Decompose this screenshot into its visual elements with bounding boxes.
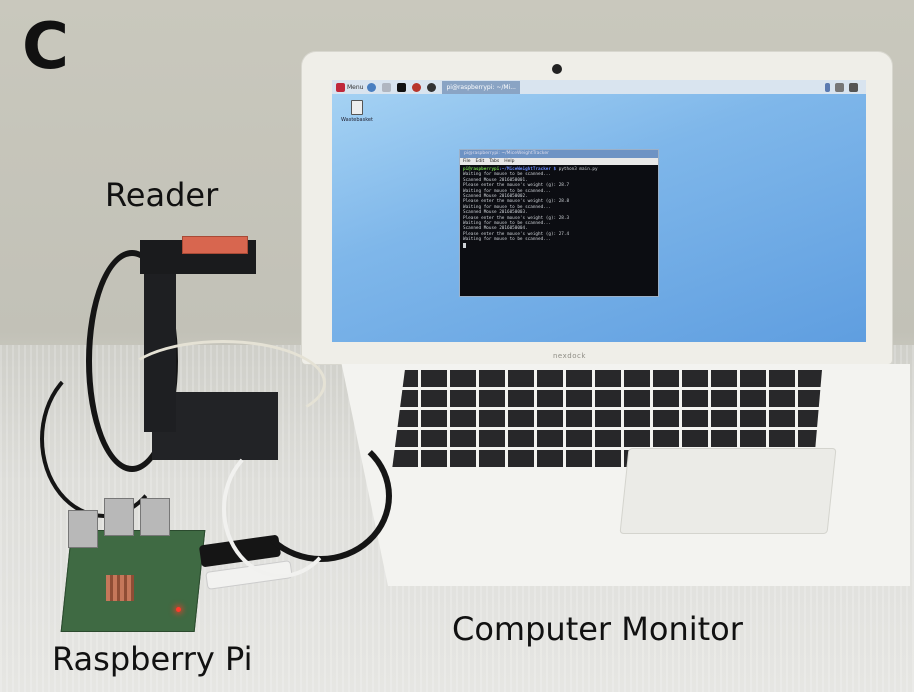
desktop-taskbar: Menu pi@raspberrypi: ~/Mi... — [332, 80, 866, 94]
terminal-cursor-line — [463, 242, 655, 250]
pi-usb-port-1 — [68, 510, 98, 548]
label-raspberry-pi: Raspberry Pi — [52, 640, 253, 678]
app-launcher-icon[interactable] — [412, 82, 422, 92]
pi-usb-port-2 — [104, 498, 134, 536]
terminal-line: Waiting for mouse to be scanned... — [463, 188, 551, 194]
desktop-icon-wastebasket[interactable]: Wastebasket — [340, 100, 374, 123]
terminal-line: Scanned Mouse 2016050004. — [463, 226, 528, 232]
white-usb-cable-loop — [222, 440, 340, 578]
taskbar-window-terminal[interactable]: pi@raspberrypi: ~/Mi... — [442, 80, 520, 94]
prompt-user: pi@raspberrypi — [463, 167, 500, 172]
menu-file[interactable]: File — [463, 159, 471, 164]
terminal-line: Please enter the mouse's weight (g): 28.… — [463, 215, 570, 221]
window-button-label: pi@raspberrypi: ~/Mi... — [446, 83, 516, 91]
volume-icon[interactable] — [849, 82, 858, 92]
terminal-line: Please enter the mouse's weight (g): 28.… — [463, 199, 570, 205]
network-icon[interactable] — [835, 82, 844, 92]
terminal-window[interactable]: pi@raspberrypi: ~/MiceWeightTracker File… — [460, 150, 658, 296]
terminal-output[interactable]: pi@raspberrypi:~/MiceWeightTracker $ pyt… — [460, 165, 658, 252]
wolfram-icon[interactable] — [427, 82, 437, 92]
rfid-reader-board — [182, 236, 248, 254]
menu-label: Menu — [347, 83, 364, 91]
pi-power-led — [176, 607, 181, 612]
webcam-icon — [552, 64, 562, 74]
prompt-path: :~/MiceWeightTracker $ — [499, 167, 557, 172]
panel-letter: C — [22, 10, 69, 84]
file-manager-icon[interactable] — [382, 82, 392, 92]
terminal-launcher-icon[interactable] — [397, 82, 407, 92]
laptop-touchpad[interactable] — [619, 448, 837, 534]
browser-icon[interactable] — [367, 82, 377, 92]
terminal-line: Scanned Mouse 2016050002. — [463, 194, 528, 200]
cursor — [463, 242, 466, 248]
wastebasket-label: Wastebasket — [341, 117, 373, 123]
menu-button[interactable]: Menu — [336, 82, 364, 92]
label-computer-monitor: Computer Monitor — [452, 610, 743, 648]
terminal-line: Scanned Mouse 2016050003. — [463, 210, 528, 216]
terminal-prompt-line: pi@raspberrypi:~/MiceWeightTracker $ pyt… — [463, 167, 655, 172]
terminal-line: Waiting for mouse to be scanned... — [463, 237, 551, 243]
terminal-line: Please enter the mouse's weight (g): 28.… — [463, 183, 570, 189]
terminal-line: Waiting for mouse to be scanned... — [463, 172, 551, 178]
pi-heatsink — [106, 575, 134, 601]
system-tray — [825, 82, 860, 92]
menu-help[interactable]: Help — [504, 159, 515, 164]
ethernet-cable — [120, 340, 326, 426]
label-reader: Reader — [105, 176, 219, 214]
terminal-line: Waiting for mouse to be scanned... — [463, 221, 551, 227]
pi-ethernet-port — [140, 498, 170, 536]
menu-tabs[interactable]: Tabs — [489, 159, 500, 164]
terminal-line: Waiting for mouse to be scanned... — [463, 204, 551, 210]
terminal-line: Scanned Mouse 2016050001. — [463, 177, 528, 183]
terminal-line: Please enter the mouse's weight (g): 27.… — [463, 231, 570, 237]
laptop-brand: nexdock — [553, 352, 586, 360]
wastebasket-icon — [351, 100, 363, 115]
raspberry-logo-icon — [336, 82, 345, 92]
terminal-menubar: File Edit Tabs Help — [460, 158, 658, 165]
prompt-command: python3 main.py — [558, 167, 598, 172]
laptop-screen: Menu pi@raspberrypi: ~/Mi... Wastebasket… — [332, 80, 866, 342]
terminal-titlebar[interactable]: pi@raspberrypi: ~/MiceWeightTracker — [460, 150, 658, 158]
bluetooth-icon[interactable] — [825, 82, 830, 92]
menu-edit[interactable]: Edit — [475, 159, 485, 164]
